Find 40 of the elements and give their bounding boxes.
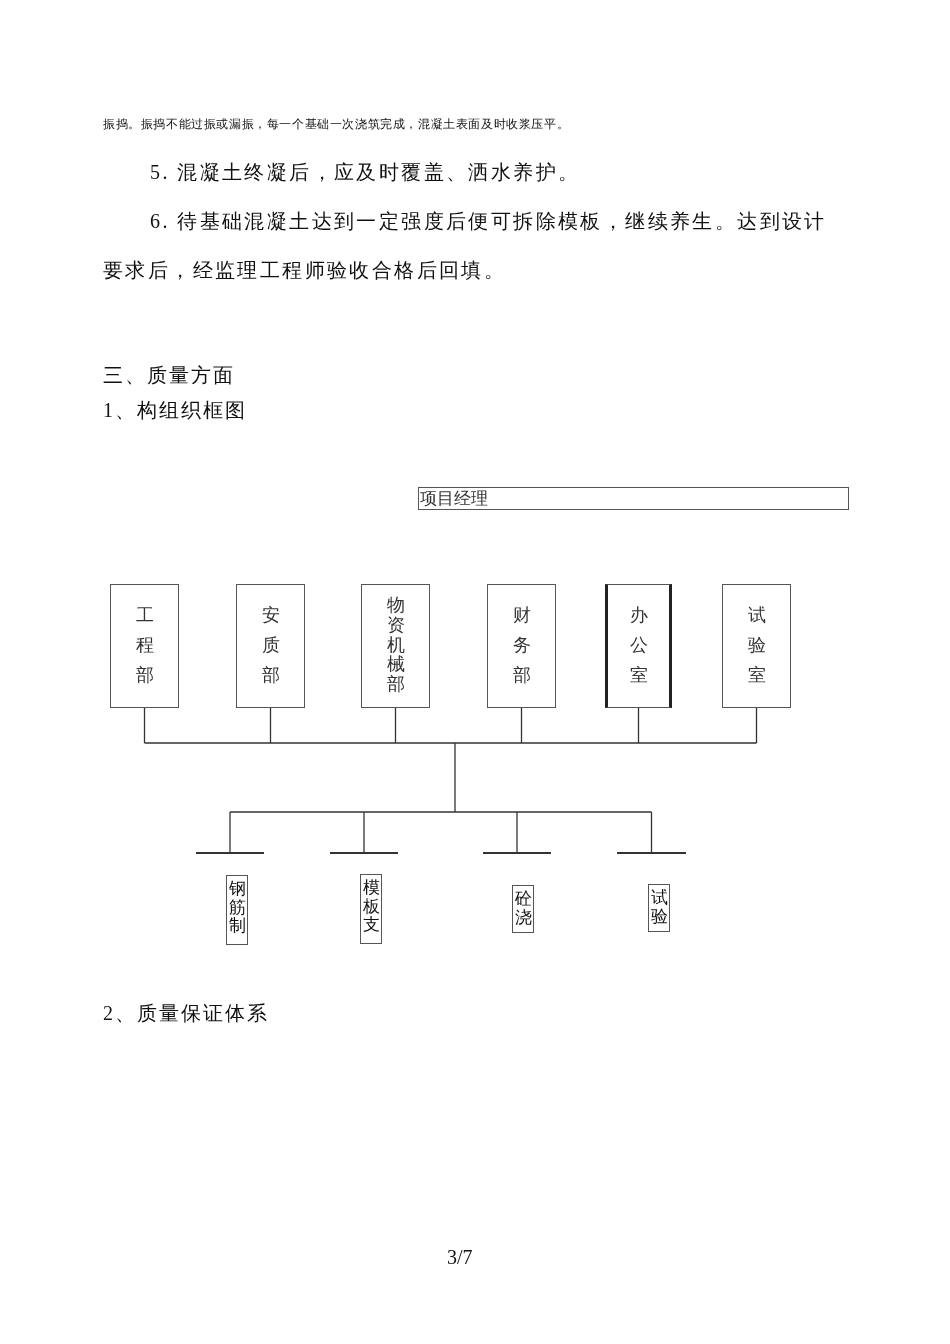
connector-line: [269, 707, 272, 744]
connector-line: [755, 707, 758, 744]
org-box: [722, 584, 791, 708]
org-box: [236, 584, 305, 708]
box-label: 办公室: [629, 603, 648, 687]
org-box: [418, 487, 849, 510]
connector-line: [520, 707, 523, 744]
connector-line: [143, 707, 146, 744]
box-label: 模板支: [362, 878, 380, 935]
box-label: 砼浇: [514, 889, 532, 927]
body-text: 5. 混凝土终凝后，应及时覆盖、洒水养护。: [150, 160, 581, 184]
org-box: [360, 874, 382, 944]
box-label: 试验: [650, 888, 668, 926]
page-number: 3/7: [447, 1245, 473, 1269]
box-label: 项目经理: [419, 488, 488, 509]
connector-line: [363, 811, 365, 853]
connector-line: [650, 811, 653, 853]
org-box: [648, 884, 670, 932]
org-box: [226, 875, 248, 945]
connector-line: [637, 707, 640, 744]
box-label: 试验室: [747, 603, 766, 687]
section-heading: 三、质量方面: [103, 363, 235, 387]
box-label: 物资机械部: [386, 595, 405, 694]
org-box: [605, 584, 672, 708]
org-box: [512, 885, 534, 933]
box-label: 钢筋制: [228, 879, 246, 936]
connector-line: [516, 811, 518, 853]
box-label: 财务部: [512, 603, 531, 687]
section-heading: 1、构组织框图: [103, 398, 247, 422]
org-box: [361, 584, 430, 708]
section-heading: 2、质量保证体系: [103, 1001, 269, 1025]
org-box: [110, 584, 179, 708]
body-text: 6. 待基础混凝土达到一定强度后便可拆除模板，继续养生。达到设计要求后，经监理工程师验收合格后回填。: [103, 208, 828, 283]
org-box: [487, 584, 556, 708]
body-text: 振捣。振捣不能过振或漏振，每一个基础一次浇筑完成，混凝土表面及时收浆压平。: [103, 116, 570, 132]
box-label: 安质部: [261, 603, 280, 687]
connector-line: [394, 707, 397, 744]
connector-line: [143, 742, 758, 813]
connector-line: [229, 811, 231, 853]
box-label: 工程部: [135, 603, 154, 687]
